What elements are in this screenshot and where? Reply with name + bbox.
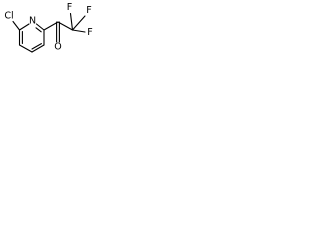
atom-label-fluorine-right: F bbox=[87, 27, 92, 38]
bond-c6-n1 bbox=[18, 23, 30, 31]
bond-c3-c4-inner bbox=[31, 43, 42, 50]
atom-label-oxygen: O bbox=[54, 42, 61, 53]
bond-carbonyl-cf3 bbox=[57, 21, 74, 31]
atom-label-chlorine: Cl bbox=[4, 11, 13, 22]
bond-cf3-f-top-right bbox=[71, 15, 86, 31]
atom-label-fluorine-top-left: F bbox=[67, 2, 72, 13]
bond-n1-c2 bbox=[35, 23, 45, 31]
atom-label-fluorine-top-right: F bbox=[86, 5, 91, 16]
bond-c2-carbonyl bbox=[43, 21, 59, 31]
bond-cl-c6 bbox=[12, 20, 21, 31]
bond-cf3-f-top-left bbox=[69, 12, 74, 31]
atom-label-nitrogen: N bbox=[29, 16, 36, 27]
bond-n1-c2-inner bbox=[35, 27, 42, 33]
structure-diagram: Cl N O F F F bbox=[4, 2, 93, 53]
bond-c4-c5 bbox=[18, 44, 33, 53]
bond-c3-c4 bbox=[31, 44, 45, 53]
bond-cf3-f-right bbox=[71, 29, 86, 33]
